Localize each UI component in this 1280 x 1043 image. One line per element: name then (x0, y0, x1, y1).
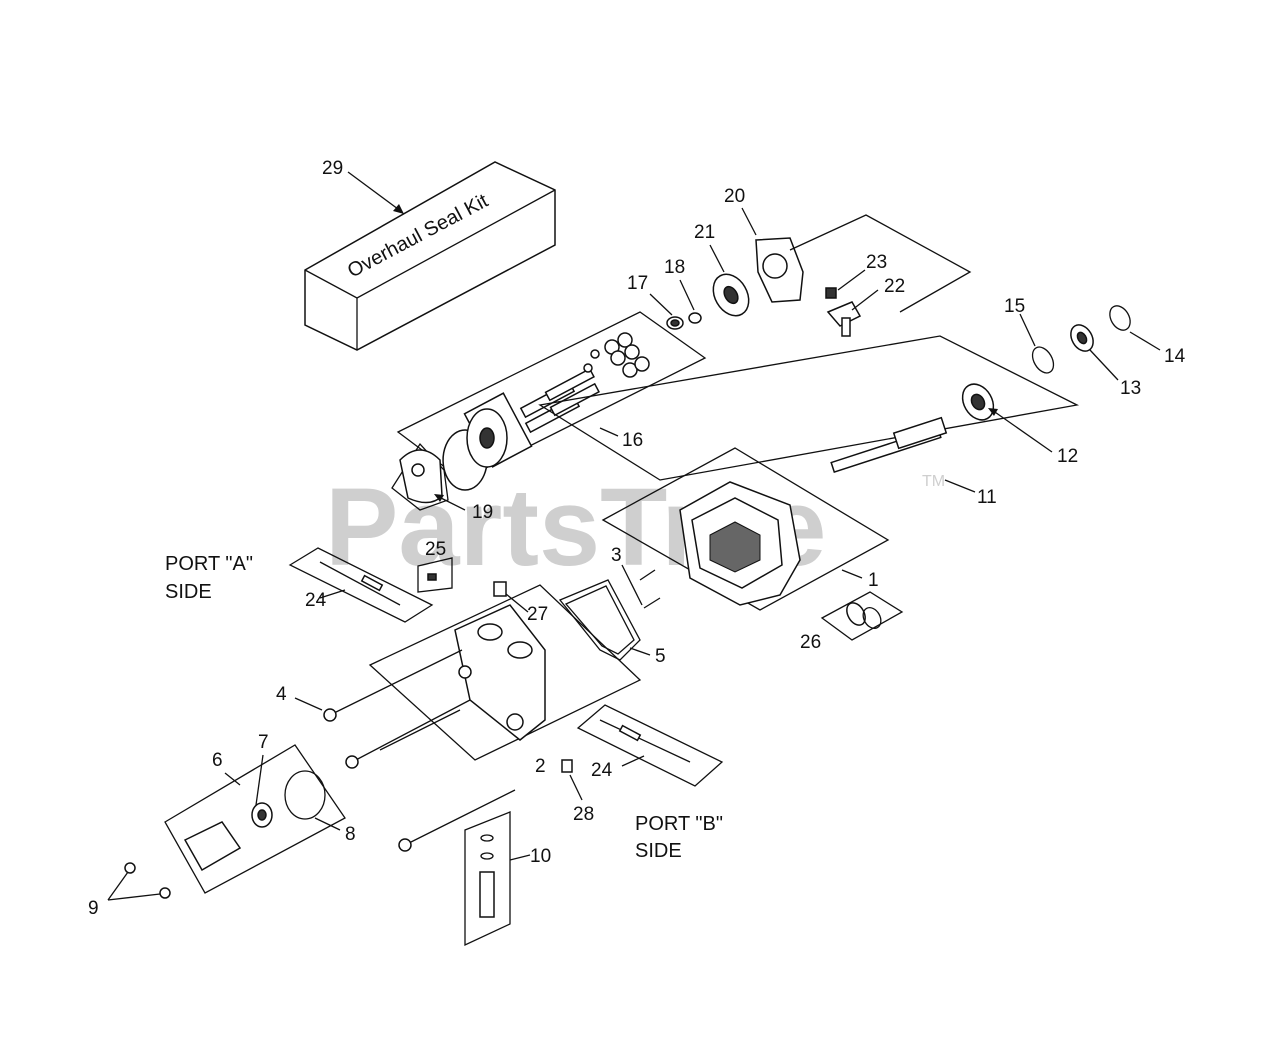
part-27-fitting[interactable] (493, 581, 507, 597)
leader-24b (621, 755, 645, 767)
callout-11[interactable]: 11 (977, 487, 997, 508)
part-29-seal-kit-box[interactable]: Overhaul Seal Kit (304, 161, 556, 351)
callout-29[interactable]: 29 (322, 158, 343, 179)
part-13-shaft-seal[interactable] (1066, 321, 1097, 355)
part-28-fitting[interactable] (561, 759, 573, 773)
leader-15 (1019, 313, 1036, 347)
port-a-label-line1: PORT "A" (165, 553, 253, 575)
callout-20[interactable]: 20 (724, 186, 745, 207)
leader-27 (505, 593, 529, 613)
leader-11 (944, 479, 976, 493)
leader-10 (509, 854, 531, 861)
callout-24-b[interactable]: 24 (591, 760, 613, 781)
leader-20 (741, 207, 757, 236)
callout-7[interactable]: 7 (258, 732, 269, 753)
callout-13[interactable]: 13 (1120, 378, 1141, 399)
leader-7 (255, 754, 264, 806)
part-10-bypass-valve[interactable] (464, 811, 511, 947)
callout-14[interactable]: 14 (1164, 346, 1186, 367)
part-25-plug[interactable] (417, 557, 453, 593)
leader-29 (347, 171, 403, 213)
callout-3[interactable]: 3 (611, 545, 622, 566)
callout-8[interactable]: 8 (345, 824, 356, 845)
part-24-port-a-check[interactable] (288, 547, 434, 623)
port-a-label-line2: SIDE (165, 581, 212, 603)
part-26-seal[interactable] (820, 591, 904, 641)
part-16-cylinder-kit[interactable] (396, 311, 707, 491)
leader-18 (679, 279, 695, 311)
arrow-19 (434, 494, 444, 502)
leader-17 (649, 293, 673, 316)
part-22-trunnion[interactable] (826, 301, 862, 337)
callout-24-a[interactable]: 24 (305, 590, 327, 611)
part-7-gerotor[interactable] (251, 802, 273, 828)
callout-27[interactable]: 27 (527, 604, 548, 625)
leader-24a (319, 589, 346, 599)
part-23-nut[interactable] (825, 287, 837, 299)
leader-1 (841, 569, 863, 579)
leader-9b (107, 893, 161, 901)
port-b-label-line1: PORT "B" (635, 813, 723, 835)
part-6-charge-cover[interactable] (164, 744, 346, 894)
part-21-thrust-bearing[interactable] (706, 268, 756, 322)
side-labels: PORT "A" SIDE PORT "B" SIDE (165, 553, 723, 862)
part-17-seal[interactable] (666, 316, 684, 330)
part-11-input-shaft[interactable] (538, 335, 1080, 481)
callout-22[interactable]: 22 (884, 276, 905, 297)
leader-23 (837, 269, 866, 291)
port-b-label-line2: SIDE (635, 840, 682, 862)
callout-5[interactable]: 5 (655, 646, 666, 667)
leader-6 (224, 772, 241, 786)
callout-10[interactable]: 10 (530, 846, 551, 867)
part-4-bolts[interactable] (323, 649, 516, 852)
callout-15[interactable]: 15 (1004, 296, 1025, 317)
callout-21[interactable]: 21 (694, 222, 715, 243)
leader-28 (569, 774, 583, 801)
callout-17[interactable]: 17 (627, 273, 648, 294)
leader-4 (294, 697, 323, 711)
part-24-port-b-check[interactable] (576, 704, 724, 787)
part-20-swashplate[interactable] (755, 214, 972, 313)
callout-18[interactable]: 18 (664, 257, 685, 278)
leader-14 (1129, 331, 1161, 351)
leader-12 (991, 409, 1053, 453)
part-18-oring[interactable] (688, 312, 702, 324)
callout-16[interactable]: 16 (622, 430, 643, 451)
leader-8 (314, 817, 341, 831)
part-8-oring[interactable] (284, 770, 326, 820)
callout-2[interactable]: 2 (535, 756, 546, 777)
part-9-screws[interactable] (124, 862, 171, 899)
leader-16 (599, 427, 619, 437)
part-14-retaining-ring[interactable] (1106, 302, 1135, 334)
callout-1[interactable]: 1 (868, 570, 879, 591)
leader-5 (629, 647, 651, 656)
part-2-center-section[interactable] (368, 584, 642, 761)
leader-9a (107, 871, 129, 901)
part-3-dowel-pins[interactable] (639, 569, 661, 609)
callout-6[interactable]: 6 (212, 750, 223, 771)
callout-12[interactable]: 12 (1057, 446, 1078, 467)
callout-numbers: 29 20 21 23 18 17 22 15 14 13 16 12 11 1… (88, 158, 1186, 919)
callout-23[interactable]: 23 (866, 252, 887, 273)
leader-3 (621, 564, 643, 606)
arrow-29 (393, 204, 404, 214)
part-12-ball-bearing[interactable] (956, 379, 999, 426)
leader-13 (1089, 349, 1119, 381)
part-15-spacer-ring[interactable] (1028, 343, 1058, 376)
part-1-main-housing[interactable] (601, 447, 890, 611)
callout-28[interactable]: 28 (573, 804, 594, 825)
callout-9[interactable]: 9 (88, 898, 99, 919)
arrow-12 (988, 408, 998, 416)
callout-4[interactable]: 4 (276, 684, 287, 705)
part-5-gasket[interactable] (558, 579, 641, 661)
leader-21 (709, 244, 725, 273)
leader-22 (851, 289, 879, 311)
callout-26[interactable]: 26 (800, 632, 821, 653)
watermark-tm: TM (922, 473, 945, 490)
callout-19[interactable]: 19 (472, 502, 493, 523)
callout-25[interactable]: 25 (425, 539, 446, 560)
